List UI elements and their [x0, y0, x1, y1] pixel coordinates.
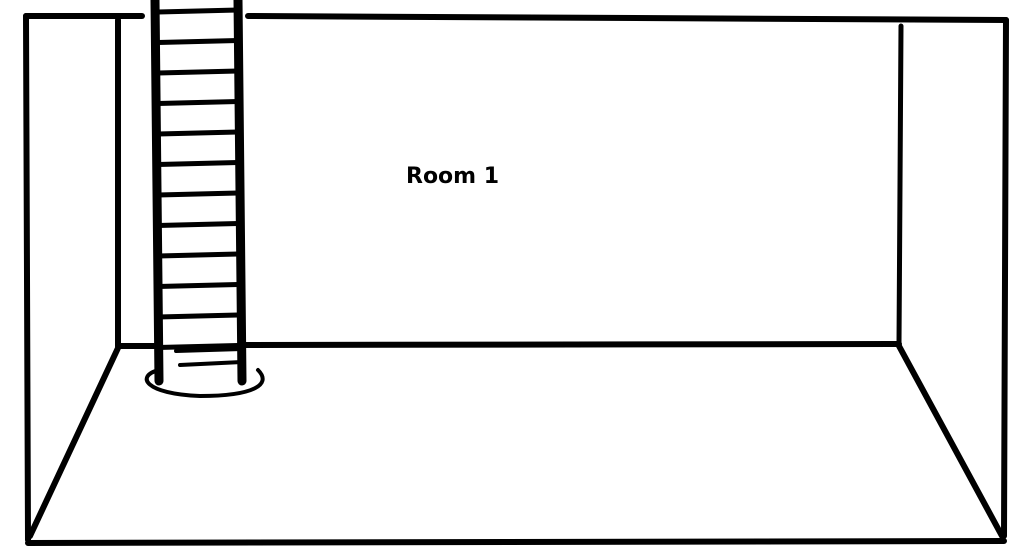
room-label: Room 1: [406, 164, 500, 189]
ladder-rung: [155, 221, 241, 228]
outer-right-edge: [1001, 17, 1009, 539]
ladder-rung: [155, 99, 241, 106]
ladder-rung: [155, 160, 241, 167]
ladder-rung: [155, 38, 241, 45]
ladder-rung: [155, 251, 241, 259]
back-wall-right-edge: [896, 23, 904, 347]
room-outer-frame: [23, 13, 1009, 546]
ladder-rung: [155, 7, 241, 15]
outer-left-edge: [23, 13, 31, 543]
floor-left-diagonal: [27, 345, 121, 539]
ladder-rungs: [155, 7, 241, 350]
floor-front-edge: [25, 538, 1007, 546]
hole-back-line-1: [178, 360, 244, 367]
ceiling-edge-right: [245, 13, 1009, 23]
ladder-rung: [155, 190, 241, 198]
ellipse-hole: [144, 347, 265, 398]
back-wall: [115, 17, 904, 349]
ladder-rung: [155, 312, 241, 320]
hole-back-line-2: [174, 347, 244, 353]
ladder-rung: [155, 343, 241, 350]
ladder-left-rail: [150, 0, 164, 386]
ladder-rung: [155, 68, 241, 76]
ladder-rung: [155, 129, 241, 137]
hole-front-arc: [144, 368, 265, 398]
ladder-rung: [155, 282, 241, 289]
floor-edges: [27, 343, 1005, 539]
ladder-right-rail: [233, 0, 247, 386]
back-wall-bottom-right: [243, 341, 902, 348]
floor-right-diagonal: [896, 343, 1005, 539]
ladder: [150, 0, 247, 386]
